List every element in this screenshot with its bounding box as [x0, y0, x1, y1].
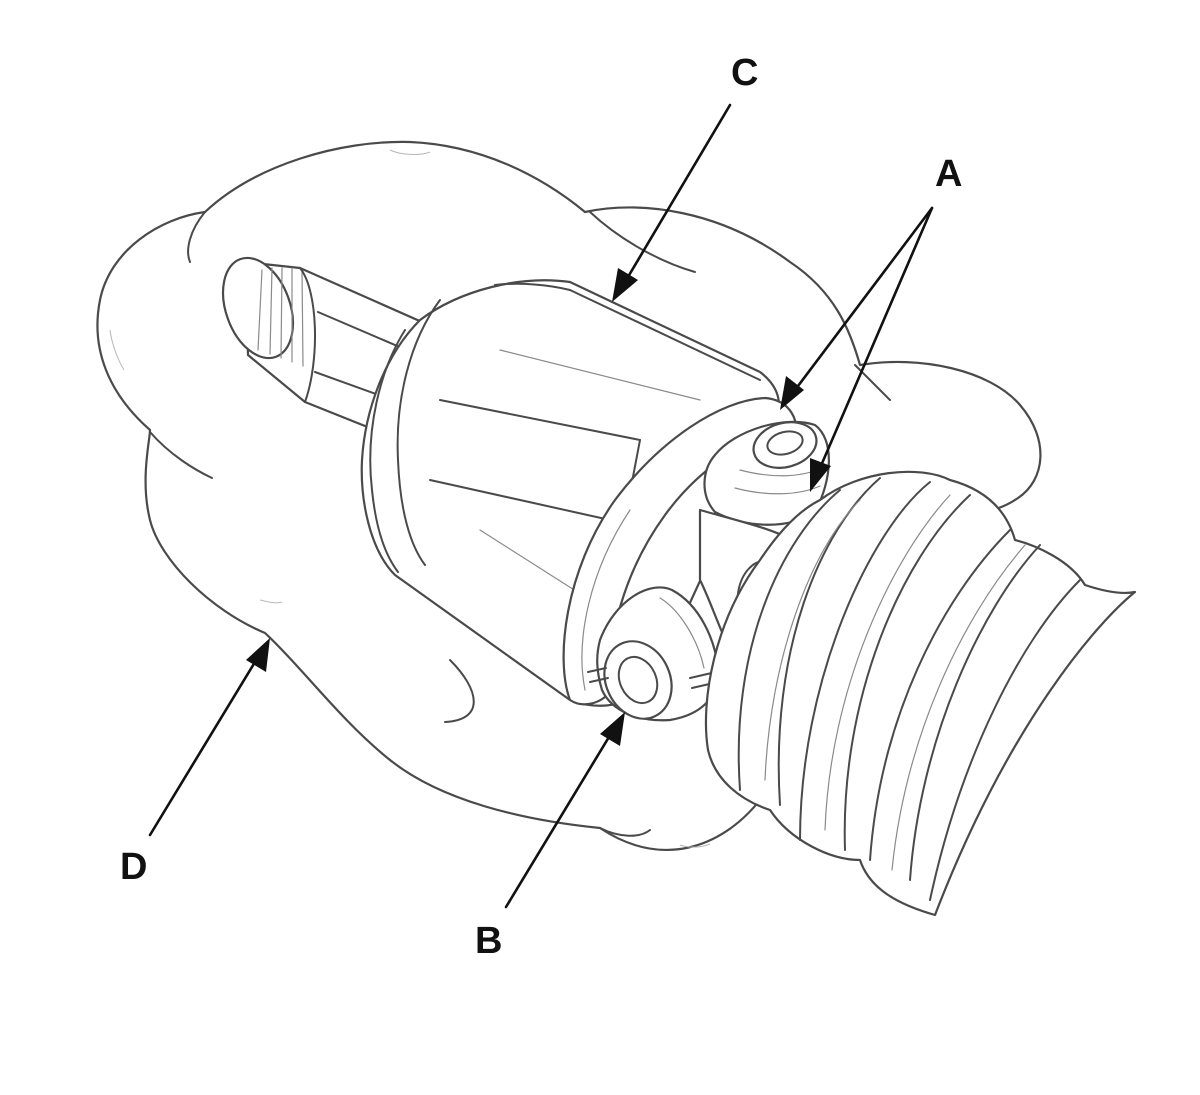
leader-a-lower — [818, 206, 934, 470]
rubber-boot — [704, 470, 1137, 917]
callout-c: C — [731, 52, 759, 94]
arrowhead-c — [612, 268, 638, 302]
leader-lines — [148, 103, 934, 909]
callout-a: A — [935, 153, 963, 195]
upper-roller — [703, 420, 830, 526]
arrowhead-b — [600, 712, 625, 746]
leader-a-upper — [793, 206, 934, 392]
arrowhead-d — [246, 638, 270, 672]
leader-c — [623, 103, 732, 284]
arrowhead-a-upper — [780, 376, 804, 410]
arrowhead-a-lower — [810, 458, 831, 492]
leader-b — [504, 730, 614, 909]
leader-d — [148, 655, 260, 837]
callout-d: D — [120, 846, 148, 888]
callout-b: B — [475, 920, 503, 962]
